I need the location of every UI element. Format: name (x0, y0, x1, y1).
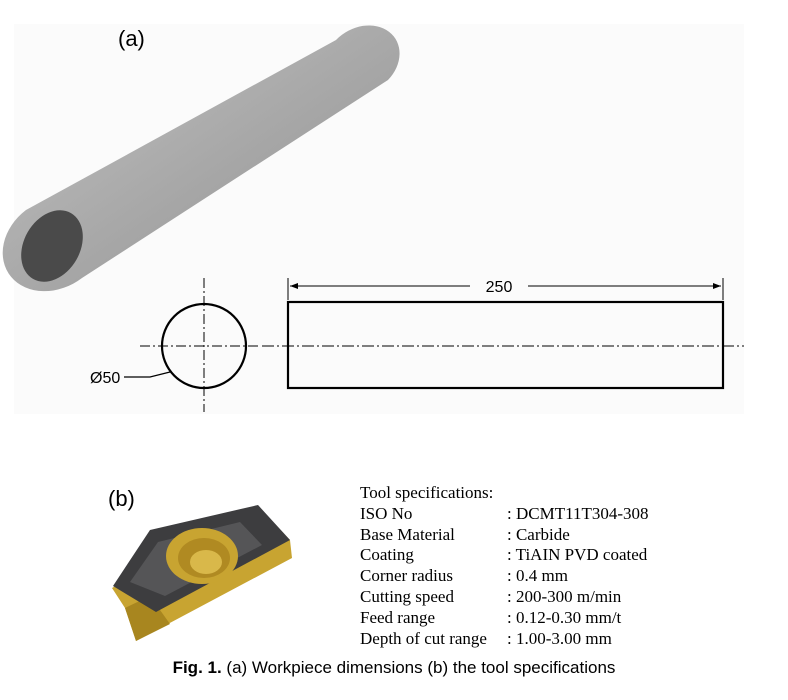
diameter-dimension: Ø50 (90, 370, 120, 387)
spec-row-feed-range: Feed range: 0.12-0.30 mm/t (360, 607, 622, 627)
insert-side-gold-dark (125, 596, 170, 641)
specs-title: Tool specifications: (360, 483, 494, 502)
spec-row-corner-radius: Corner radius: 0.4 mm (360, 566, 568, 586)
spec-row-coating: Coating: TiAIN PVD coated (360, 545, 648, 565)
insert-chipbreaker (130, 522, 262, 596)
end-view (124, 278, 260, 412)
side-view-rect (286, 300, 725, 390)
insert-side-gold (112, 506, 292, 641)
insert-hole-inner (190, 550, 222, 574)
caption-prefix: Fig. 1. (172, 658, 222, 677)
panel-a-label: (a) (118, 26, 145, 51)
length-dimension: 250 (486, 279, 513, 296)
insert-hole (178, 538, 230, 578)
workpiece-figure: 250 Ø50 (2, 24, 744, 414)
insert-hole-rim (166, 528, 238, 584)
side-view (262, 278, 744, 390)
cylinder-body (2, 25, 400, 292)
end-view-circle (160, 302, 248, 390)
caption-text: (a) Workpiece dimensions (b) the tool sp… (221, 658, 616, 677)
cylinder-end-face (21, 210, 83, 282)
spec-row-cutting-speed: Cutting speed: 200-300 m/min (360, 586, 622, 606)
panel-b-label: (b) (108, 486, 135, 511)
tool-specifications: Tool specifications: ISO No: DCMT11T304-… (360, 483, 649, 649)
spec-row-depth-of-cut: Depth of cut range: 1.00-3.00 mm (360, 628, 612, 648)
spec-row-iso: ISO No: DCMT11T304-308 (360, 503, 649, 523)
figure-caption: Fig. 1. (a) Workpiece dimensions (b) the… (0, 658, 788, 678)
insert-top-face (113, 505, 290, 612)
spec-row-material: Base Material: Carbide (360, 524, 570, 544)
diameter-leader (124, 371, 171, 378)
